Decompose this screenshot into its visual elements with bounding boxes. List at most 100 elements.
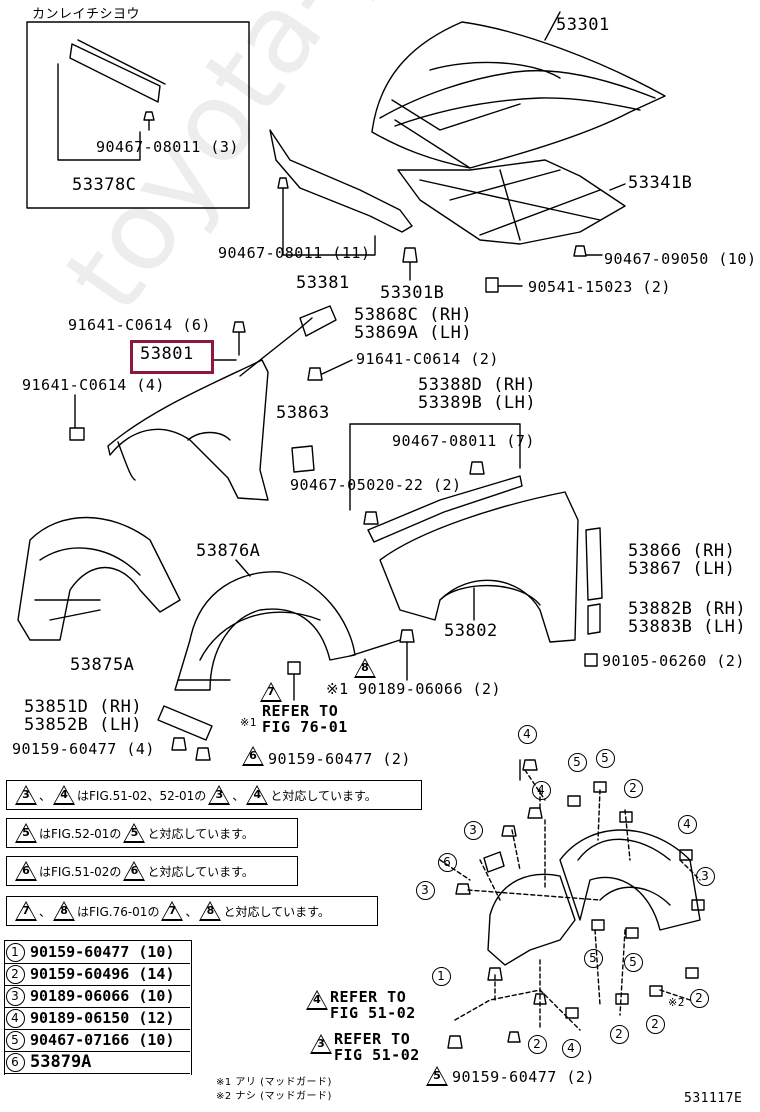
hood-crease bbox=[379, 69, 656, 127]
assy-callout-4d: 4 bbox=[560, 1038, 582, 1058]
label-53301b: 53301B bbox=[380, 283, 445, 303]
inset-frame bbox=[26, 21, 250, 209]
footnote-2: ※2 ナシ (マッドガード) bbox=[216, 1091, 332, 1102]
assy-callout-1: 1 bbox=[430, 966, 452, 986]
part-53863 bbox=[291, 445, 315, 473]
assy-callout-4a: 4 bbox=[516, 724, 538, 744]
clip-ref7 bbox=[287, 661, 301, 701]
refer-to-fig51-a-line1: REFER TO bbox=[330, 988, 407, 1006]
assy-callout-3b: 3 bbox=[694, 866, 716, 886]
label-90467-05020-22: 90467-05020-22 (2) bbox=[290, 476, 462, 494]
label-53801: 53801 bbox=[140, 344, 194, 364]
label-53875a: 53875A bbox=[70, 655, 135, 675]
callout-tri-6: 6 bbox=[240, 746, 266, 770]
label-90467-09050: 90467-09050 (10) bbox=[604, 250, 757, 268]
molding-53388d bbox=[367, 475, 523, 543]
callout-tri-4: 4 bbox=[304, 990, 330, 1014]
figure-code: 531117E bbox=[684, 1091, 743, 1106]
label-53388d: 53388D (RH) bbox=[418, 375, 537, 395]
fender-53801 bbox=[107, 359, 269, 501]
label-53882b: 53882B (RH) bbox=[628, 599, 747, 619]
assy-fasteners bbox=[565, 781, 705, 1019]
assy-callout-5a: 5 bbox=[566, 752, 588, 772]
highlight-53801 bbox=[130, 340, 214, 374]
leader-53341b bbox=[609, 183, 626, 191]
assy-callout-2e: 2 bbox=[526, 1034, 548, 1054]
label-53876a: 53876A bbox=[196, 541, 261, 561]
bolt-90159-2 bbox=[195, 747, 211, 761]
inset-seal-strip bbox=[69, 39, 166, 103]
refer-to-fig76-line2: FIG 76-01 bbox=[262, 718, 348, 736]
leader-53381 bbox=[277, 177, 376, 256]
label-53381: 53381 bbox=[296, 273, 350, 293]
refer-to-fig51-b-line1: REFER TO bbox=[334, 1030, 411, 1048]
liner-53875a bbox=[17, 516, 181, 641]
label-53866: 53866 (RH) bbox=[628, 541, 736, 561]
bolt-91641-2 bbox=[307, 359, 353, 381]
inset-leader bbox=[57, 63, 141, 161]
label-90159-60477-2: 90159-60477 (2) bbox=[268, 750, 411, 768]
label-90189-06066: ※1 90189-06066 (2) bbox=[326, 680, 502, 698]
refer-to-fig51-a-line2: FIG 51-02 bbox=[330, 1004, 416, 1022]
assy-callout-3c: 3 bbox=[414, 880, 436, 900]
label-53869a: 53869A (LH) bbox=[354, 323, 473, 343]
assy-clips bbox=[455, 807, 543, 895]
refer-to-fig76-line1: REFER TO bbox=[262, 702, 339, 720]
label-90467-08011-11: 90467-08011 (11) bbox=[218, 244, 371, 262]
leader-53801 bbox=[213, 317, 313, 377]
clip-90189 bbox=[349, 629, 415, 681]
hood-inner-braces bbox=[419, 169, 601, 241]
assy-callout-2a: 2 bbox=[622, 778, 644, 798]
refer-to-fig51-b-line2: FIG 51-02 bbox=[334, 1046, 420, 1064]
hood-outline bbox=[371, 21, 666, 169]
callout-tri-3: 3 bbox=[308, 1034, 334, 1058]
assy-callout-2b: 2 bbox=[688, 988, 710, 1008]
bolt-91641-6 bbox=[232, 321, 246, 356]
assy-callout-4b: 4 bbox=[530, 780, 552, 800]
liner-assembly-detail bbox=[577, 838, 671, 906]
bumper-53301b bbox=[402, 247, 418, 281]
label-90467-08011-3: 90467-08011 (3) bbox=[96, 138, 239, 156]
hood-detail bbox=[391, 61, 561, 169]
assy-callout-5c: 5 bbox=[582, 948, 604, 968]
label-53378c: 53378C bbox=[72, 175, 137, 195]
label-91641-c0614-2: 91641-C0614 (2) bbox=[356, 350, 499, 368]
label-90541-15023: 90541-15023 (2) bbox=[528, 278, 671, 296]
clip-90467-08011-7 bbox=[469, 461, 485, 475]
fender-53802 bbox=[379, 491, 579, 643]
callout-tri-5: 5 bbox=[424, 1066, 450, 1090]
seal-53866 bbox=[585, 527, 603, 601]
assy-callout-2d: 2 bbox=[608, 1024, 630, 1044]
label-53852b: 53852B (LH) bbox=[24, 715, 143, 735]
label-53851d: 53851D (RH) bbox=[24, 697, 143, 717]
inset-title: カンレイチシヨウ bbox=[32, 7, 141, 22]
liner-assembly-rear bbox=[559, 829, 701, 931]
assy-callout-3a: 3 bbox=[462, 820, 484, 840]
hood-seal-53381 bbox=[269, 129, 413, 233]
fender-53802-arch bbox=[439, 584, 541, 606]
footnote-1: ※1 アリ (マッドガード) bbox=[216, 1077, 332, 1088]
label-53301: 53301 bbox=[556, 15, 610, 35]
leader-53301 bbox=[544, 11, 561, 41]
assy-callout-5d: 5 bbox=[622, 952, 644, 972]
assy-callout-6: 6 bbox=[436, 852, 458, 872]
bolt-90467-09050 bbox=[573, 245, 603, 257]
assy-star2: ※2 bbox=[668, 996, 685, 1009]
label-90159-60477-4: 90159-60477 (4) bbox=[12, 740, 155, 758]
label-53389b: 53389B (LH) bbox=[418, 393, 537, 413]
refer-star1: ※1 bbox=[240, 716, 257, 729]
callout-tri-8: 8 bbox=[352, 658, 378, 682]
assy-callout-5b: 5 bbox=[594, 748, 616, 768]
bumper-90541 bbox=[485, 277, 523, 293]
label-53867: 53867 (LH) bbox=[628, 559, 736, 579]
